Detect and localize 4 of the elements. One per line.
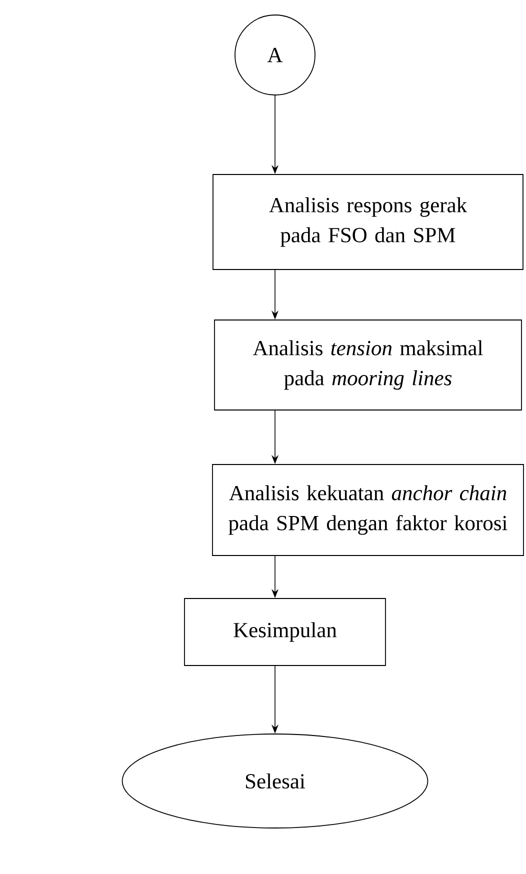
process-box: Analisis tension maksimal pada mooring lines <box>214 320 522 410</box>
process-box: Kesimpulan <box>184 598 386 666</box>
process-box: Analisis kekuatan anchor chain pada SPM dengan faktor korosi <box>212 464 524 556</box>
process-box: Analisis respons gerak pada FSO dan SPM <box>212 174 524 270</box>
